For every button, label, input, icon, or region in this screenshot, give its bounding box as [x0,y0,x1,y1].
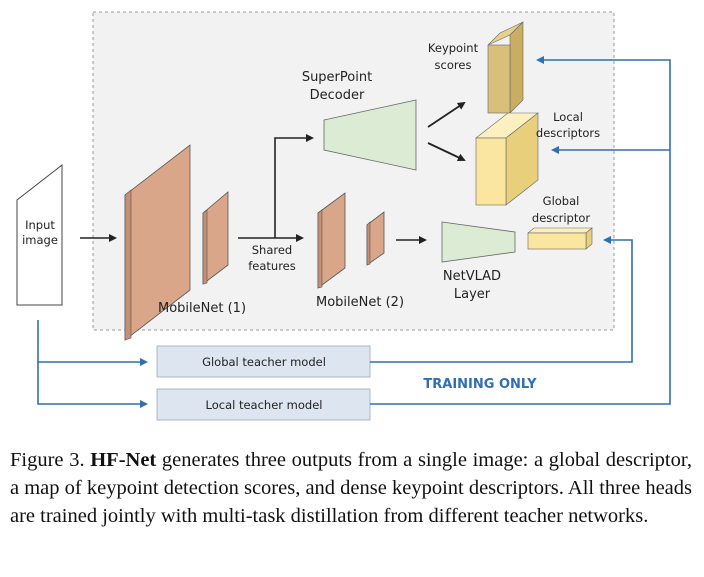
mobilenet2-block-large [317,192,346,289]
netvlad-label-1: NetVLAD [443,269,501,284]
global-descriptor-label-1: Global [543,194,580,208]
keypoint-scores-label-1: Keypoint [428,41,479,55]
caption-text: generates three outputs from a single im… [10,449,692,527]
shared-features-label-1: Shared [252,243,293,257]
input-image-label-2: image [22,233,58,247]
local-descriptors-label-1: Local [553,110,583,124]
local-descriptors-label-2: descriptors [536,126,600,140]
arrow-decoder-to-keypoint [427,101,466,128]
global-teacher-label: Global teacher model [202,355,326,369]
mobilenet1-block-large [124,144,191,341]
superpoint-decoder-shape [323,99,417,171]
arrow-input-to-local-teacher [37,362,148,408]
arrow-shared-to-superpoint [274,134,314,238]
local-teacher-label: Local teacher model [206,398,323,412]
keypoint-scores-block [487,21,524,114]
input-image-shape [16,163,63,306]
figure-caption: Figure 3. HF-Net generates three outputs… [10,446,692,530]
superpoint-label-2: Decoder [310,88,365,103]
caption-prefix: Figure 3. [10,449,91,471]
input-image-label-1: Input [25,218,55,232]
global-teacher-box [156,345,371,378]
local-descriptors-block [475,112,539,206]
mobilenet2-label: MobileNet (2) [316,295,404,310]
global-descriptor-block [527,227,593,250]
mobilenet2-block-small [366,211,385,266]
caption-bold-term: HF-Net [90,449,157,471]
arrow-global-teacher-to-global-descriptor [370,236,633,363]
global-descriptor-label-2: descriptor [532,211,590,225]
mobilenet1-block-small [202,191,229,285]
netvlad-layer-shape [441,221,516,263]
netvlad-label-2: Layer [454,287,491,302]
local-teacher-box [156,388,371,421]
shared-features-label-2: features [248,259,296,273]
arrow-decoder-to-local [427,142,466,162]
mobilenet1-label: MobileNet (1) [158,301,246,316]
hfnet-architecture-diagram: Input image MobileNet (1) Shared feature… [16,11,671,421]
arrow-local-teacher-to-keypoint [370,56,671,405]
keypoint-scores-label-2: scores [435,58,472,72]
training-only-label: TRAINING ONLY [423,377,537,392]
superpoint-label-1: SuperPoint [302,70,372,85]
